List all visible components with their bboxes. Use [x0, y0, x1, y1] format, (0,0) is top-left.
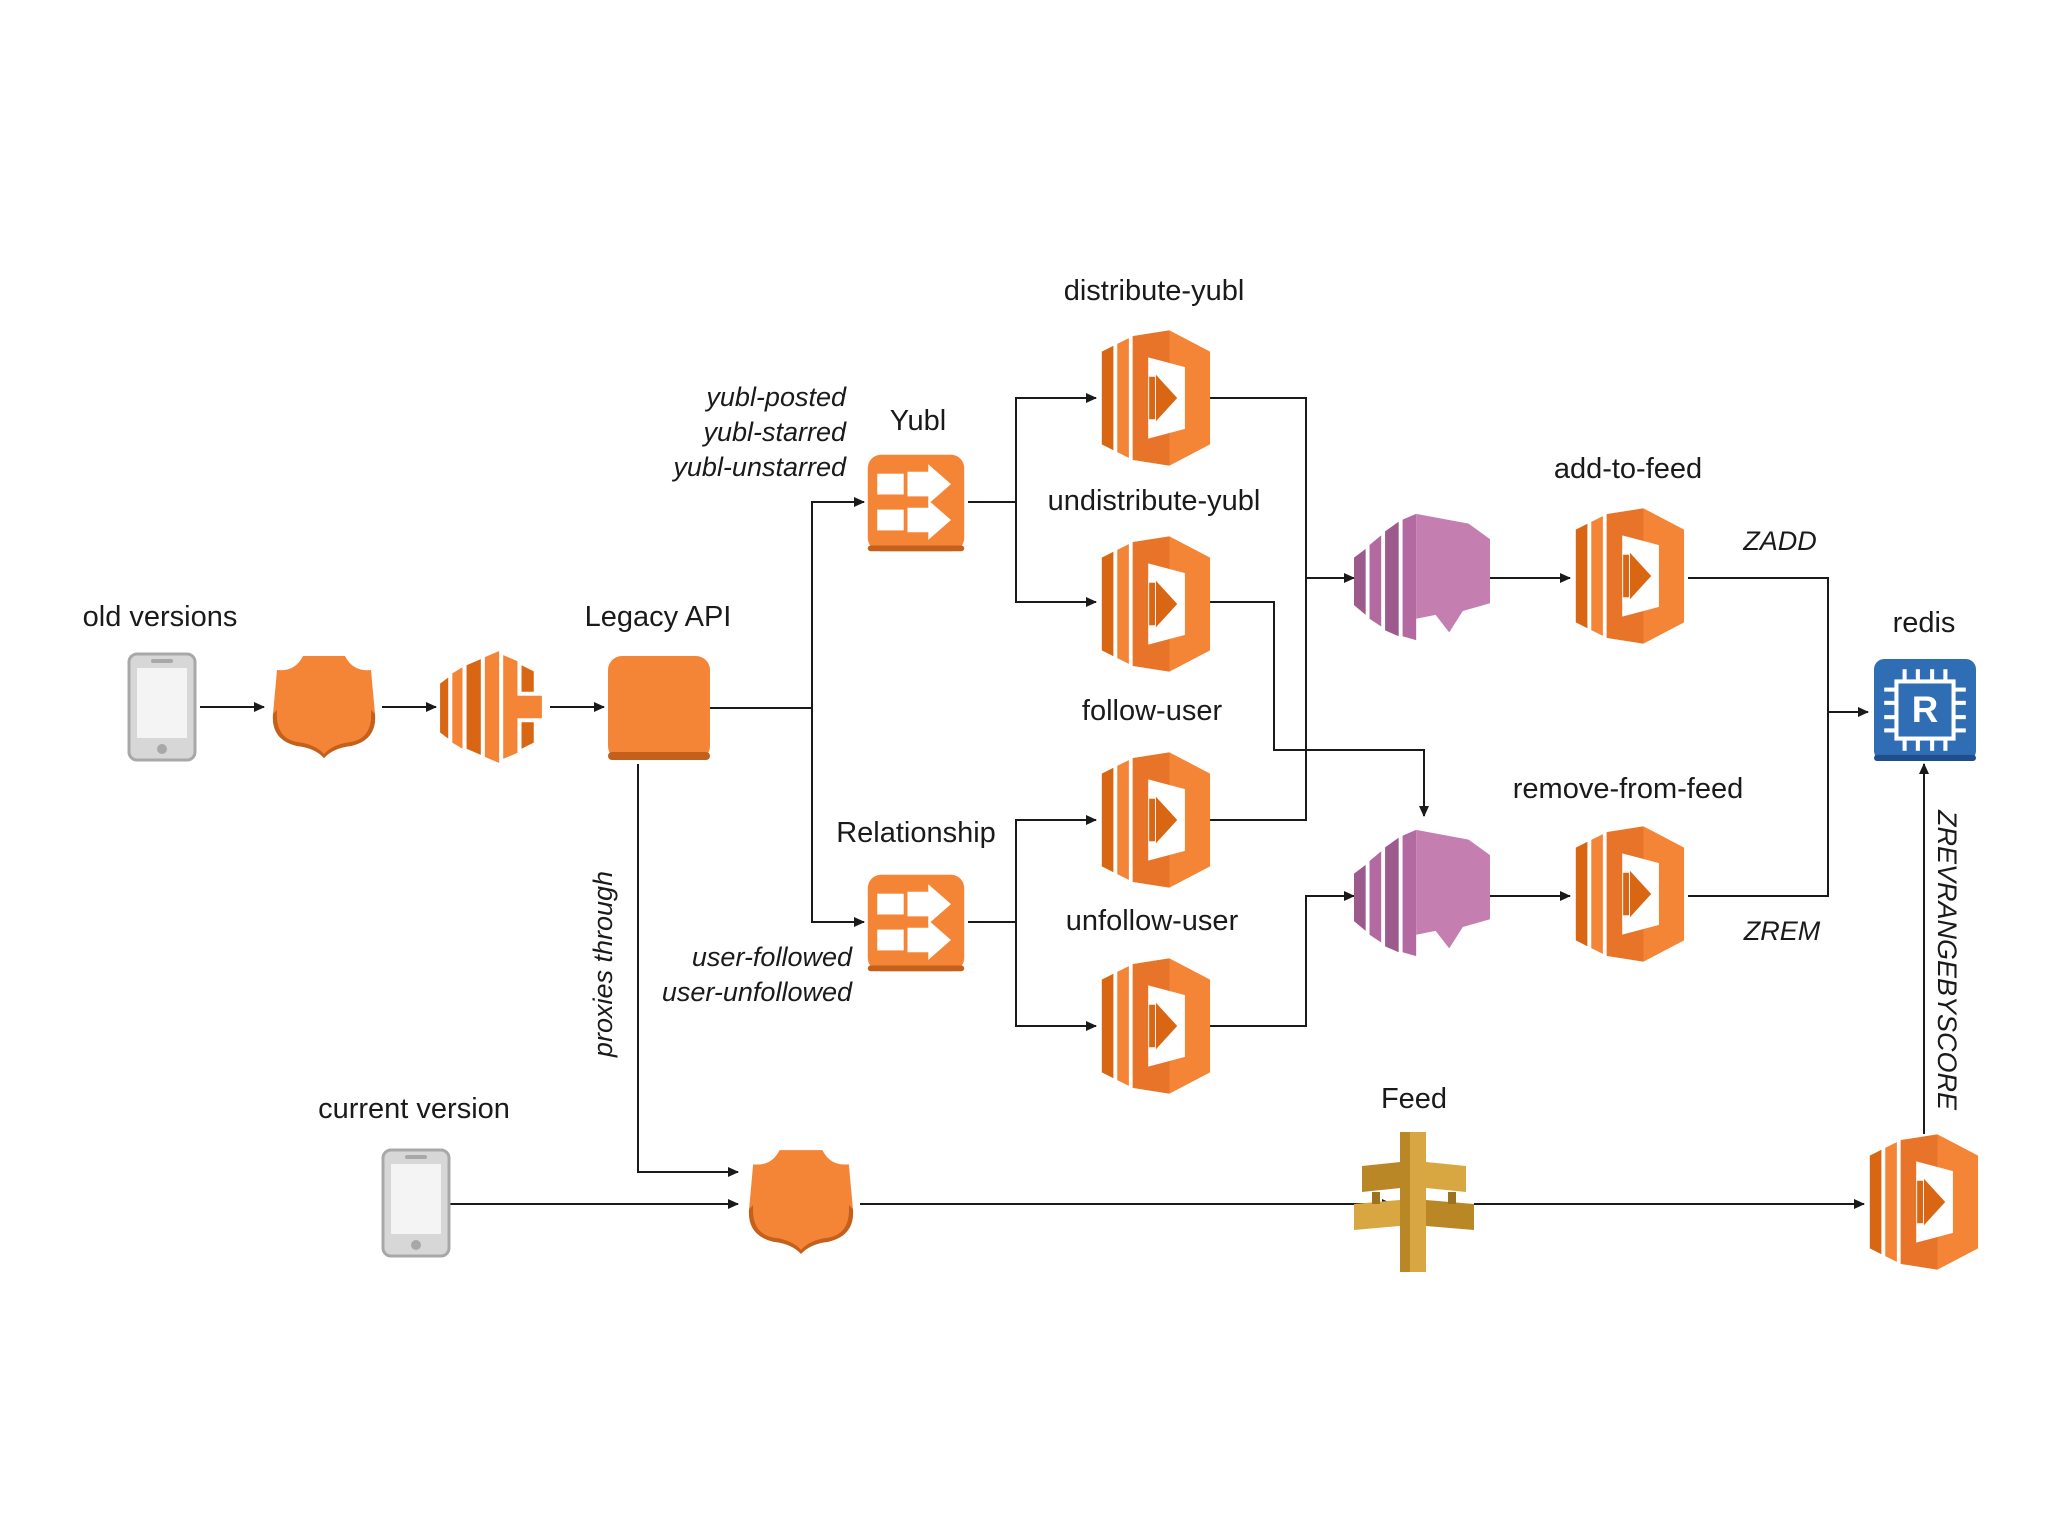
connector-yubl-to-distribute	[1015, 393, 1097, 600]
distribute-yubl-label: distribute-yubl	[1064, 275, 1245, 307]
connector-yubl-to-undistribute	[1015, 597, 1097, 607]
zadd-label: ZADD	[1742, 526, 1817, 556]
redis-icon	[1874, 659, 1976, 761]
unfollow-user-lambda-icon	[1101, 958, 1211, 1094]
relationship-event-label: user-followed	[692, 942, 853, 972]
add-to-feed-label: add-to-feed	[1554, 453, 1702, 485]
legacy-api-box	[608, 656, 710, 760]
undistribute-yubl-label: undistribute-yubl	[1048, 485, 1261, 517]
connector-relationship-to-unfollow	[1015, 1021, 1097, 1031]
connector-add-to-feed-to-redis	[1688, 577, 1869, 717]
unfollow-user-label: unfollow-user	[1066, 905, 1239, 937]
current-version-label: current version	[318, 1093, 510, 1125]
old-api-gateway-icon	[272, 656, 376, 758]
legacy-api-label: Legacy API	[585, 601, 732, 633]
proxies-through-label: proxies through	[588, 871, 618, 1058]
feed-appsync-icon	[1354, 1132, 1474, 1272]
add-queue-icon	[1354, 513, 1490, 641]
connector-remove-from-feed-to-redis	[1688, 712, 1829, 897]
relationship-stream-icon	[867, 874, 965, 972]
connector-undistribute-to-remove-queue	[1208, 601, 1429, 817]
connector-relationship-to-follow	[1015, 815, 1097, 1026]
labels: old versions Legacy API yubl-posted yubl…	[83, 275, 1962, 1125]
yubl-event-label: yubl-unstarred	[671, 452, 847, 482]
connector-proxies-through	[637, 764, 739, 1177]
feed-label: Feed	[1381, 1083, 1447, 1115]
remove-queue-icon	[1354, 829, 1490, 957]
yubl-event-label: yubl-starred	[701, 417, 847, 447]
add-to-feed-lambda-icon	[1575, 508, 1685, 644]
zrem-label: ZREM	[1743, 916, 1821, 946]
follow-user-lambda-icon	[1101, 752, 1211, 888]
follow-user-label: follow-user	[1082, 695, 1223, 727]
undistribute-yubl-lambda-icon	[1101, 536, 1211, 672]
connector-follow-to-add-queue	[1208, 578, 1307, 821]
distribute-yubl-lambda-icon	[1101, 330, 1211, 466]
connectors	[200, 393, 1929, 1209]
connector-unfollow-to-remove-queue	[1208, 891, 1355, 1027]
zrevrangebyscore-label: ZREVRANGEBYSCORE	[1932, 809, 1962, 1111]
relationship-event-label: user-unfollowed	[662, 977, 853, 1007]
yubl-stream-label: Yubl	[890, 405, 946, 437]
remove-from-feed-label: remove-from-feed	[1513, 773, 1743, 805]
relationship-stream-label: Relationship	[836, 817, 996, 849]
current-version-phone-icon	[381, 1148, 451, 1258]
yubl-event-label: yubl-posted	[704, 382, 847, 412]
remove-from-feed-lambda-icon	[1575, 826, 1685, 962]
current-api-gateway-icon	[748, 1150, 854, 1254]
load-balancer-icon	[440, 651, 542, 763]
old-versions-label: old versions	[83, 601, 238, 633]
connector-distribute-to-add-queue	[1208, 397, 1355, 583]
get-feed-lambda-icon	[1869, 1134, 1979, 1270]
redis-label: redis	[1893, 607, 1956, 639]
connector-legacy-to-relationship	[811, 708, 865, 927]
icons	[127, 330, 1979, 1272]
old-versions-phone-icon	[127, 652, 197, 762]
connector-legacy-to-yubl	[710, 497, 865, 709]
yubl-stream-icon	[867, 454, 965, 552]
